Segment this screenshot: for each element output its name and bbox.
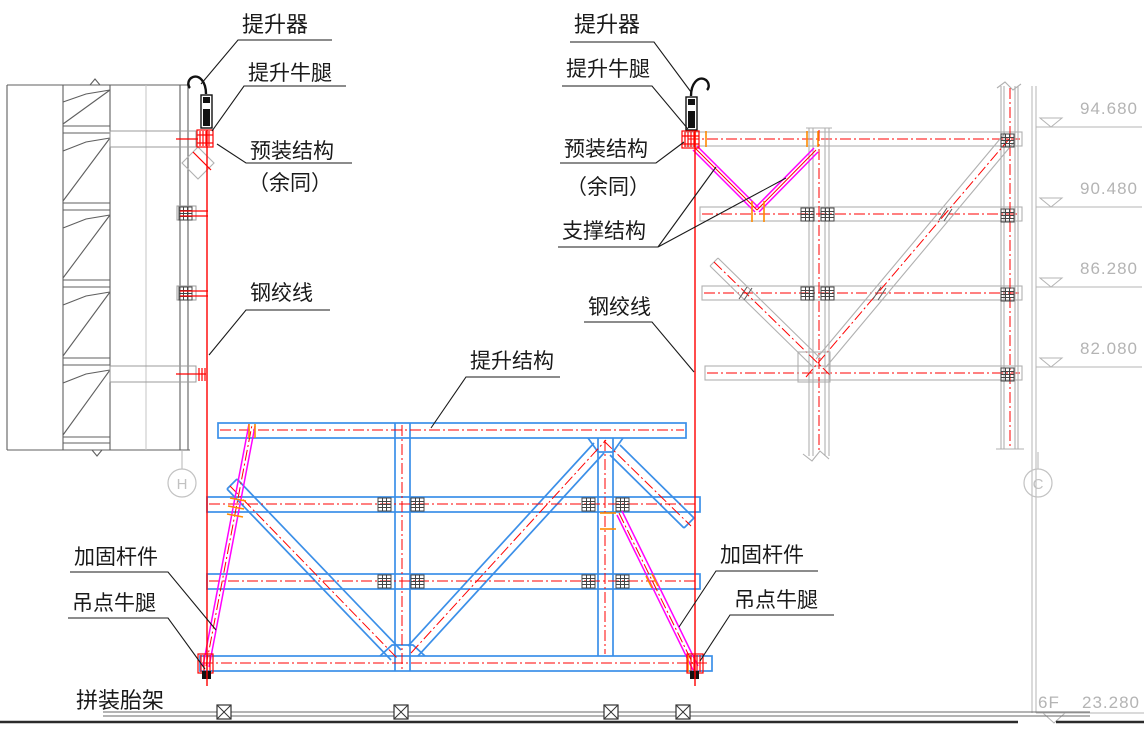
grid-label: H (177, 476, 188, 493)
callout-lifting-structure: 提升结构 (470, 350, 554, 373)
top-node-gusset (587, 437, 624, 453)
callout-hoist-bracket-right: 吊点牛腿 (734, 589, 818, 612)
truss-orange-connectors (226, 424, 689, 672)
lifting-corbel-right (681, 130, 700, 149)
panel-bracing (62, 89, 111, 436)
orange-connectors (694, 131, 819, 222)
grid-bubble-h: H (167, 450, 197, 498)
bottom-chord (199, 655, 713, 672)
reinforcement-members (202, 423, 699, 671)
panel-dividers (63, 125, 110, 444)
callout-reinforcement-right: 加固杆件 (720, 544, 804, 567)
lifter-right (681, 77, 710, 149)
elevation-markers: 94.680 90.480 86.280 82.080 6F 23.280 (1031, 86, 1144, 724)
left-structure-beams (109, 130, 208, 383)
gray-v-braces (709, 132, 1016, 383)
jig-stanchion (603, 704, 619, 720)
elevation-value: 86.280 (1080, 259, 1138, 278)
callout-reinforcement-left: 加固杆件 (74, 546, 158, 569)
beam-crossing-ticks (738, 207, 953, 301)
callout-hoist-bracket-left: 吊点牛腿 (72, 592, 156, 615)
callouts: 提升器 提升牛腿 预装结构 （余同） 钢绞线 提升结构 提升器 提升牛腿 预装结… (68, 12, 834, 713)
callout-preinstalled-note-right: （余同） (566, 176, 650, 199)
callout-strand-right: 钢绞线 (588, 296, 651, 319)
lifting-corbel-left (196, 129, 214, 148)
elevation-82080: 82.080 (1036, 339, 1142, 368)
steel-strands (206, 130, 696, 686)
lifter-hook-icon (187, 75, 208, 95)
left-existing-structure (6, 78, 215, 457)
top-chord (217, 422, 687, 439)
jig-stanchion (675, 704, 691, 720)
callout-preinstalled-left: 预装结构 (250, 140, 334, 163)
callout-support-structure: 支撑结构 (562, 220, 646, 243)
floor-value: 23.280 (1082, 693, 1140, 712)
lifting-truss (197, 422, 713, 679)
assembly-jig-ground (0, 704, 1144, 724)
jig-stanchion (216, 704, 232, 720)
elevation-value: 94.680 (1080, 99, 1138, 118)
truss-diagonals (226, 442, 695, 661)
callout-lifter-left: 提升器 (242, 12, 308, 37)
elevation-86280: 86.280 (1036, 259, 1142, 288)
lifter-left (187, 75, 214, 148)
elevation-90480: 90.480 (1036, 179, 1142, 208)
floor-marker-6f: 6F 23.280 (1036, 693, 1144, 724)
callout-lifter-bracket-left: 提升牛腿 (248, 62, 332, 85)
callout-lifter-bracket-right: 提升牛腿 (566, 58, 650, 81)
truss-centerlines (202, 425, 710, 669)
corbel-diamond (181, 146, 215, 180)
elevation-94680: 94.680 (1036, 99, 1142, 128)
elevation-value: 90.480 (1080, 179, 1138, 198)
grid-bubble-c: C (1023, 452, 1053, 498)
elevation-value: 82.080 (1080, 339, 1138, 358)
middle-column (802, 127, 832, 462)
jig-stanchion (393, 704, 409, 720)
right-preinstalled-structure (684, 81, 1024, 462)
lifter-hook-icon (689, 77, 710, 97)
column-break-symbol (996, 81, 1022, 91)
grid-label: C (1033, 476, 1044, 493)
apex-gusset (797, 351, 831, 383)
floor-label: 6F (1038, 693, 1060, 712)
callout-strand-left: 钢绞线 (250, 282, 313, 305)
callout-preinstalled-right: 预装结构 (564, 138, 648, 161)
callout-preinstalled-note-left: （余同） (248, 172, 332, 195)
callout-assembly-jig: 拼装胎架 (76, 688, 164, 713)
column-break-symbol (802, 450, 830, 462)
callout-lifter-right: 提升器 (574, 12, 640, 37)
support-structure-v (692, 145, 819, 213)
